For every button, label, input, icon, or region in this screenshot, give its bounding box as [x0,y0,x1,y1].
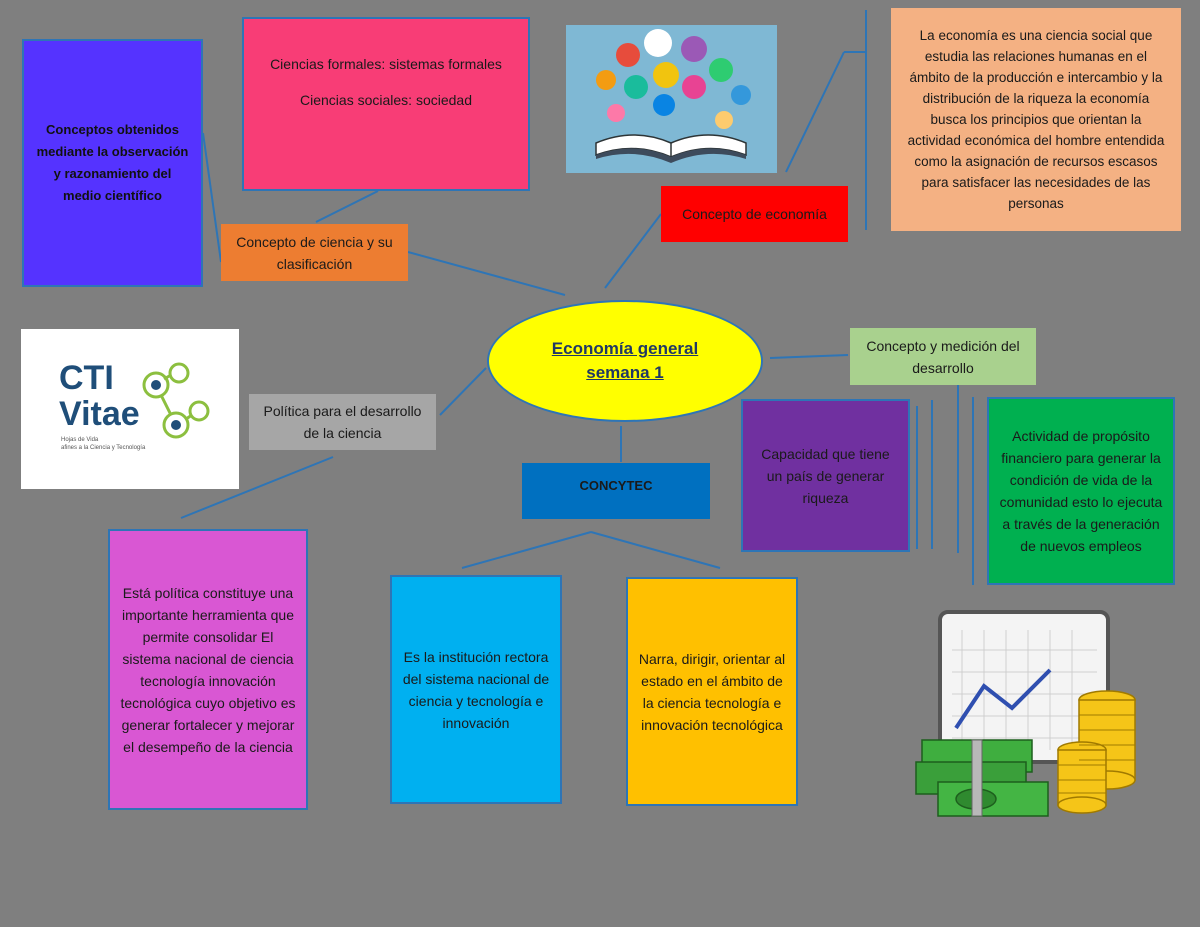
economia-definition-box: La economía es una ciencia social que es… [891,8,1181,231]
desarrollo-box: Concepto y medición del desarrollo [850,328,1036,385]
central-title-line1: Economía general [551,339,699,358]
politica-text: Política para el desarrollo de la cienci… [263,403,422,441]
central-title-line2: semana 1 [586,363,664,382]
logo-tagline-1: Hojas de Vida [61,437,99,443]
concytec-text: CONCYTEC [579,478,653,493]
capacidad-box: Capacidad que tiene un país de generar r… [741,399,910,552]
money-chart-illustration [912,610,1142,825]
politica-definition-text: Está política constituye una importante … [120,584,296,755]
actividad-box: Actividad de propósito financiero para g… [987,397,1175,585]
institucion-text: Es la institución rectora del sistema na… [402,648,550,731]
narra-text: Narra, dirigir, orientar al estado en el… [638,650,786,733]
cti-vitae-logo: CTI Vitae Hojas de Vida afines a la Cien… [21,329,239,489]
politica-box: Política para el desarrollo de la cienci… [249,394,436,450]
desarrollo-text: Concepto y medición del desarrollo [866,337,1020,376]
central-topic: Economía general semana 1 [487,300,763,422]
institucion-box: Es la institución rectora del sistema na… [390,575,562,804]
conceptos-box: Conceptos obtenidos mediante la observac… [22,39,203,287]
capacidad-text: Capacidad que tiene un país de generar r… [761,445,890,506]
concepto-ciencia-text: Concepto de ciencia y su clasificación [236,233,393,272]
ciencias-box: Ciencias formales: sistemas formales Cie… [242,17,530,191]
concepto-ciencia-box: Concepto de ciencia y su clasificación [221,224,408,281]
logo-cti-text: CTI [59,359,114,397]
ciencias-sociales-text: Ciencias sociales: sociedad [300,92,472,108]
actividad-text: Actividad de propósito financiero para g… [999,428,1163,554]
concepto-economia-box: Concepto de economía [661,186,848,242]
narra-box: Narra, dirigir, orientar al estado en el… [626,577,798,806]
conceptos-text: Conceptos obtenidos mediante la observac… [36,122,189,203]
logo-vitae-text: Vitae [59,395,140,433]
logo-tagline-2: afines a la Ciencia y Tecnología [61,445,146,451]
ciencias-formales-text: Ciencias formales: sistemas formales [270,56,502,72]
economia-definition-text: La economía es una ciencia social que es… [907,28,1165,211]
concepto-economia-text: Concepto de economía [682,206,827,222]
concytec-box: CONCYTEC [522,463,710,519]
politica-definition-box: Está política constituye una importante … [108,529,308,810]
science-book-illustration [566,25,777,173]
